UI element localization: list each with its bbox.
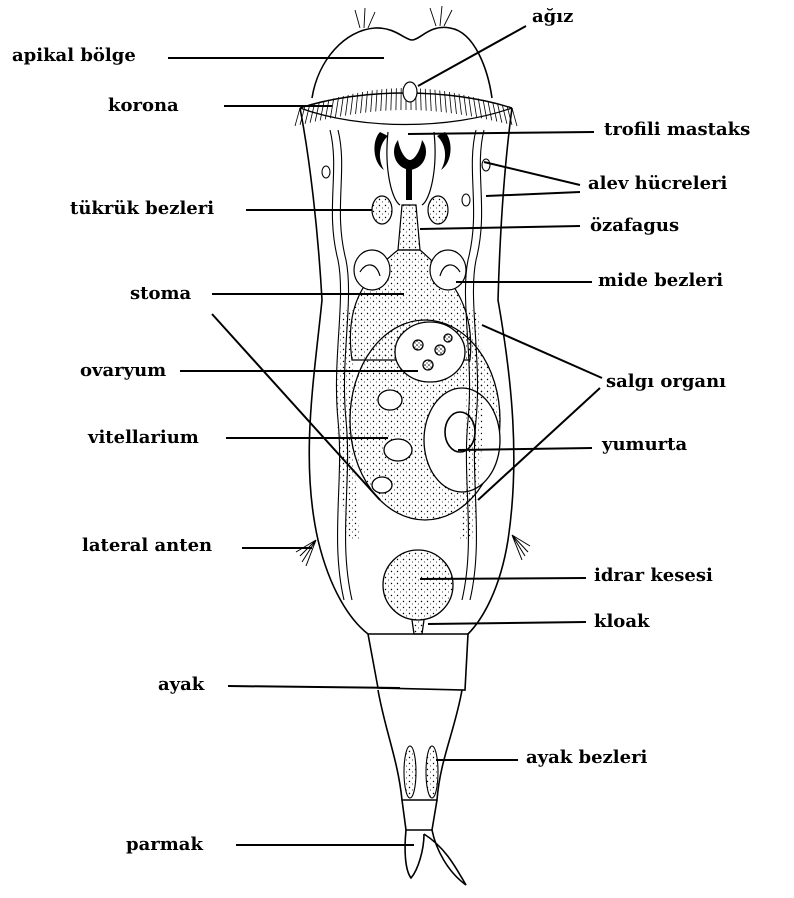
cilium (473, 97, 476, 117)
label-ovaryum: ovaryum (80, 362, 166, 380)
cilium (320, 101, 324, 120)
label-agiz: ağız (532, 8, 573, 26)
bladder (383, 550, 453, 634)
label-alev-hucreleri: alev hücreleri (588, 175, 727, 193)
mastax (374, 132, 450, 205)
cilium (295, 108, 300, 126)
label-yumurta: yumurta (602, 436, 687, 454)
label-ayak: ayak (158, 676, 204, 694)
label-mide-bezleri: mide bezleri (598, 272, 723, 290)
cilium (469, 96, 472, 116)
cilium (478, 98, 481, 118)
label-idrar-kesesi: idrar kesesi (594, 567, 713, 585)
cilium (493, 102, 497, 121)
label-vitellarium: vitellarium (88, 429, 199, 447)
cilium (425, 89, 426, 111)
cilium (330, 98, 333, 118)
label-korona: korona (108, 97, 179, 115)
cilium (512, 108, 517, 126)
cilium (305, 105, 310, 124)
label-parmak: parmak (126, 836, 203, 854)
cilium (502, 105, 507, 124)
cilium (345, 95, 348, 116)
cilium (420, 88, 421, 110)
cilium (430, 89, 431, 111)
label-lateral-anten: lateral anten (82, 537, 212, 555)
cilium (340, 96, 343, 116)
label-kloak: kloak (594, 613, 649, 631)
label-trofili-mastaks: trofili mastaks (604, 121, 750, 139)
label-stoma: stoma (130, 285, 191, 303)
cilium (440, 90, 442, 112)
cilium (391, 88, 392, 110)
cilium (376, 90, 377, 112)
cilium (435, 90, 436, 112)
label-tukruk-bezleri: tükrük bezleri (70, 200, 214, 218)
label-apikal-bolge: apikal bölge (12, 47, 136, 65)
cilium (498, 104, 502, 123)
label-salgi-organi: salgı organı (606, 373, 726, 391)
label-ozafagus: özafagus (590, 217, 679, 235)
cilium (386, 89, 387, 111)
foot-glands (404, 746, 438, 798)
cilium (488, 101, 492, 120)
label-ayak-bezleri: ayak bezleri (526, 749, 647, 767)
cilium (381, 89, 382, 111)
cilium (335, 97, 338, 117)
